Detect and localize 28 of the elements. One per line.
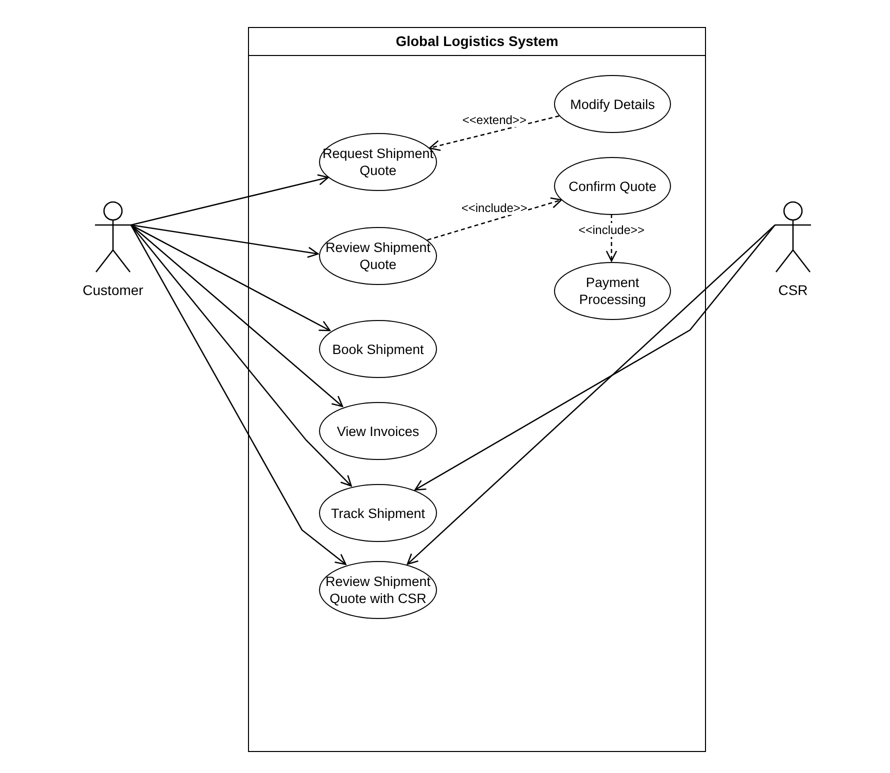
actor-label: CSR — [778, 281, 808, 300]
actor-label: Customer — [82, 281, 144, 300]
use-case-ellipse — [319, 402, 437, 460]
edge-label: <<include>> — [577, 222, 646, 236]
association-arrow — [130, 224, 346, 566]
system-boundary — [248, 27, 706, 752]
association-arrow — [414, 224, 776, 490]
use-case-label: Review Shipment Quote — [324, 239, 432, 273]
association-arrow — [130, 224, 331, 332]
association-arrow — [130, 224, 344, 408]
edge-label: <<include>> — [460, 200, 528, 215]
use-case-label: Review Shipment Quote with CSR — [324, 573, 432, 607]
association-arrow — [130, 174, 329, 226]
system-title: Global Logistics System — [396, 32, 558, 51]
association-arrow — [130, 224, 319, 258]
edge-label: <<extend>> — [461, 112, 528, 127]
use-case-label: Book Shipment — [331, 340, 425, 358]
association-arrow — [406, 224, 776, 565]
use-case-label: View Invoices — [336, 422, 420, 440]
use-case-label: Confirm Quote — [568, 178, 658, 194]
dashed-arrow — [429, 115, 560, 152]
association-arrow — [130, 224, 352, 487]
use-case-label: Payment Processing — [578, 274, 647, 308]
use-case-label: Modify Details — [569, 96, 656, 112]
use-case-label: Track Shipment — [330, 504, 426, 522]
use-case-label: Request Shipment Quote — [321, 145, 435, 179]
dashed-arrow — [427, 197, 562, 241]
dashed-arrow — [606, 214, 618, 262]
